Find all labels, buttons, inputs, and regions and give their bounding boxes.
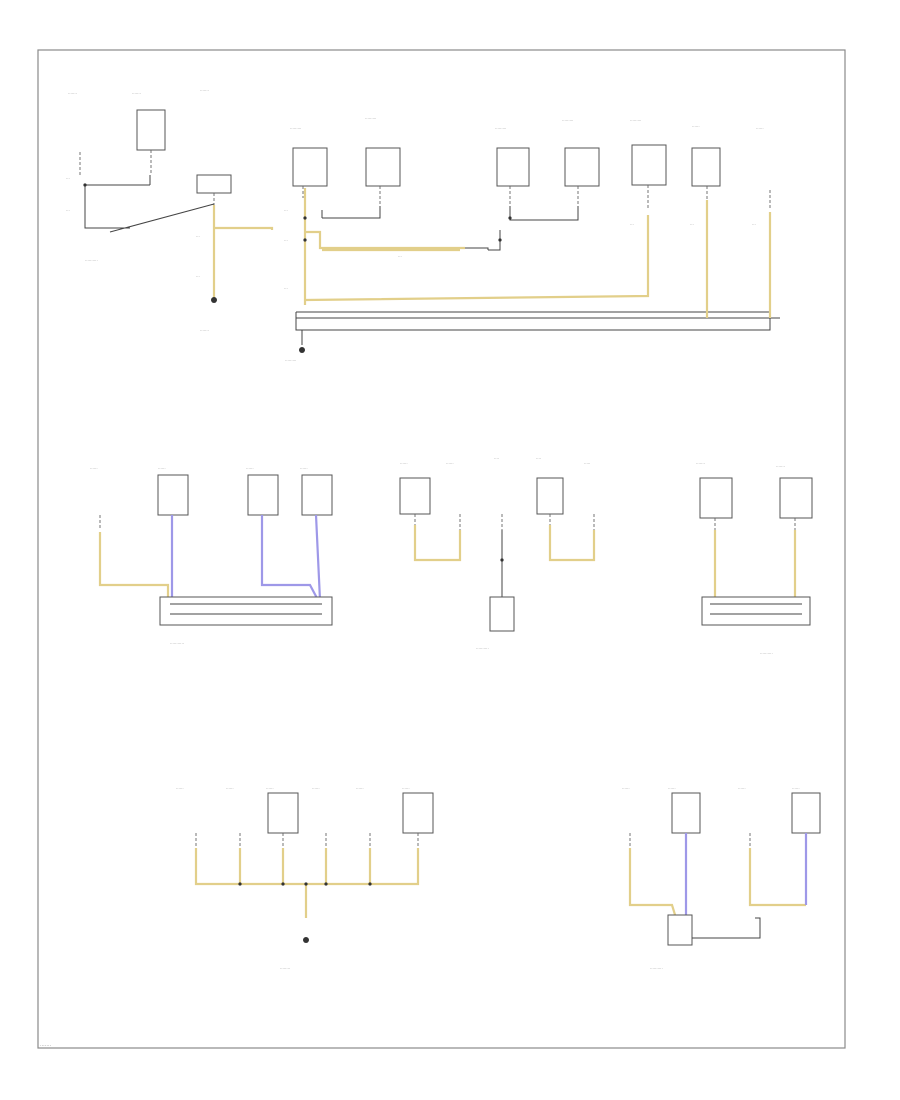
svg-text:····: ···· (536, 456, 541, 461)
svg-text:······: ······ (266, 786, 274, 791)
svg-text:·······: ······· (776, 464, 785, 469)
svg-text:······: ······ (246, 466, 254, 471)
component-box (136, 109, 166, 151)
svg-text:···: ··· (398, 254, 402, 259)
svg-text:··········: ·········· (85, 258, 98, 263)
svg-text:······: ······ (158, 466, 166, 471)
component-box (691, 147, 721, 187)
component-box (267, 792, 299, 834)
svg-text:······: ······ (300, 466, 308, 471)
svg-text:···: ··· (196, 234, 200, 239)
component-box (301, 474, 333, 516)
svg-text:······: ······ (400, 461, 408, 466)
svg-text:·········: ········· (630, 118, 641, 123)
svg-text:···: ··· (284, 286, 288, 291)
svg-text:···: ··· (284, 208, 288, 213)
component-box (402, 792, 434, 834)
section-top: ······· ······· ······· ········· ······… (66, 88, 780, 363)
svg-text:·······: ······· (68, 91, 77, 96)
svg-text:··········: ·········· (650, 966, 663, 971)
svg-text:···: ··· (284, 238, 288, 243)
component-box (292, 147, 328, 187)
svg-text:·········: ········· (290, 126, 301, 131)
section-middle: ··········· ·········· ·········· ······… (90, 456, 813, 656)
svg-text:······: ······ (756, 126, 764, 131)
svg-text:·········: ········· (495, 126, 506, 131)
component-box (671, 792, 701, 834)
svg-text:······: ······ (176, 786, 184, 791)
svg-text:······: ······ (356, 786, 364, 791)
svg-text:······: ······ (622, 786, 630, 791)
svg-text:·········: ········· (365, 116, 376, 121)
component-box (779, 477, 813, 519)
diagram-frame (37, 49, 846, 1049)
component-box (247, 474, 279, 516)
svg-text:······: ······ (668, 786, 676, 791)
component-box (496, 147, 530, 187)
svg-text:·········: ········· (285, 358, 296, 363)
svg-text:···: ··· (66, 208, 70, 213)
svg-text:······: ······ (446, 461, 454, 466)
svg-text:·····: ····· (584, 461, 590, 466)
svg-text:······: ······ (738, 786, 746, 791)
ground-bus (701, 596, 811, 626)
svg-text:···········: ··········· (170, 641, 184, 646)
component-box (536, 477, 564, 515)
component-box (196, 174, 232, 194)
svg-text:···: ··· (196, 274, 200, 279)
svg-text:···: ··· (66, 176, 70, 181)
component-box (157, 474, 189, 516)
ground-point (489, 596, 515, 632)
svg-text:·······: ······· (696, 461, 705, 466)
footer-mark: ······· (40, 1043, 52, 1049)
svg-text:········: ········ (280, 966, 290, 971)
component-box (699, 477, 733, 519)
svg-text:·········: ········· (562, 118, 573, 123)
component-box (631, 144, 667, 186)
svg-text:···: ··· (690, 222, 694, 227)
ground-point (667, 914, 693, 946)
svg-text:·······: ······· (200, 88, 209, 93)
svg-text:···: ··· (630, 222, 634, 227)
component-box (365, 147, 401, 187)
svg-text:·······: ······· (200, 328, 209, 333)
svg-text:····: ···· (494, 456, 499, 461)
svg-text:···: ··· (752, 222, 756, 227)
section-bottom: ········ ·········· ······ ······ ······… (176, 786, 821, 971)
svg-text:······: ······ (226, 786, 234, 791)
svg-text:··········: ·········· (760, 651, 773, 656)
svg-text:······: ······ (90, 466, 98, 471)
svg-text:······: ······ (792, 786, 800, 791)
ground-bus (159, 596, 333, 626)
component-box (791, 792, 821, 834)
component-box (399, 477, 431, 515)
svg-text:······: ······ (312, 786, 320, 791)
svg-text:······: ······ (692, 124, 700, 129)
svg-text:··········: ·········· (476, 646, 489, 651)
component-box (564, 147, 600, 187)
svg-text:·······: ······· (132, 91, 141, 96)
svg-text:······: ······ (402, 786, 410, 791)
